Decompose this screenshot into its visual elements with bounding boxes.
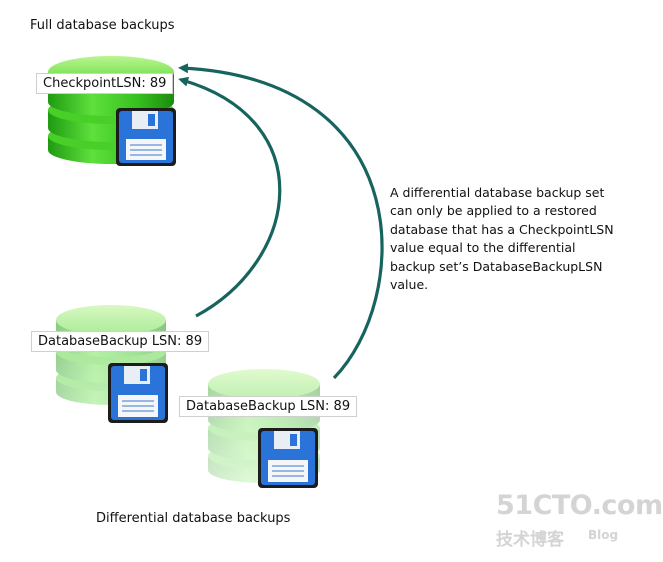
floppy-disk-icon [108, 363, 168, 423]
watermark-blog: Blog [588, 528, 619, 542]
watermark-logo: 51CTO.com [496, 490, 663, 521]
checkpoint-lsn-label: CheckpointLSN: 89 [36, 73, 174, 94]
curved-arrow-icon [178, 63, 384, 380]
full-backups-title: Full database backups [30, 18, 175, 33]
explanation-text: A differential database backup set can o… [390, 185, 614, 293]
differential-backups-title: Differential database backups [96, 511, 291, 526]
curved-arrow-icon [178, 76, 282, 318]
database-backup-lsn-label: DatabaseBackup LSN: 89 [179, 396, 358, 417]
floppy-disk-icon [116, 108, 176, 166]
backup-diagram [48, 56, 384, 488]
watermark-subtitle: 技术博客 [496, 530, 564, 550]
database-backup-lsn-label: DatabaseBackup LSN: 89 [31, 331, 210, 352]
floppy-disk-icon [258, 428, 318, 488]
